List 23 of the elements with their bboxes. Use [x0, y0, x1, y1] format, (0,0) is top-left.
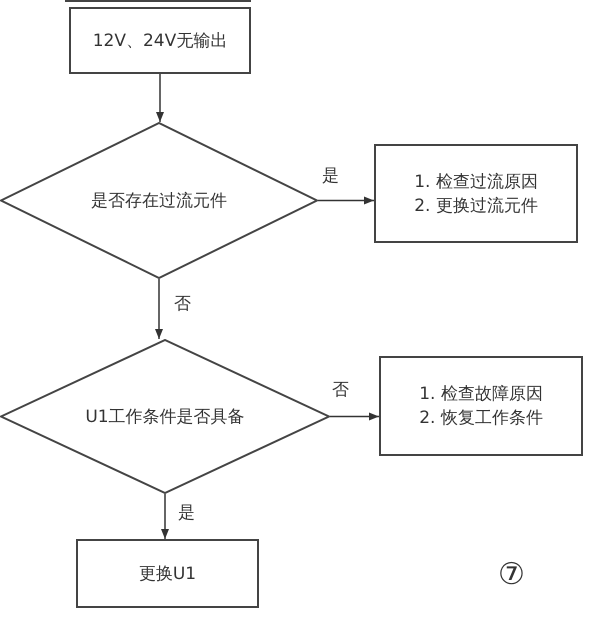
process-box [374, 144, 578, 243]
step-text: 更换U1 [138, 562, 196, 586]
process-box [69, 7, 251, 74]
process-box [76, 539, 259, 608]
step-text: 2. 恢复工作条件 [419, 407, 543, 430]
arrow [155, 279, 163, 339]
edge-label: 是 [320, 166, 341, 186]
step-text: 1. 检查故障原因 [419, 383, 543, 406]
decision-diamond [0, 122, 318, 279]
decision-diamond [0, 339, 330, 494]
edge-label: 否 [172, 294, 193, 314]
step-text: 12V、24V无输出 [92, 30, 228, 52]
edge-label: 是 [176, 503, 197, 523]
arrow [330, 412, 379, 420]
step-text: 1. 检查过流原因 [414, 170, 538, 194]
step-text: U1工作条件是否具备 [85, 406, 245, 428]
arrow [156, 74, 164, 122]
arrow [318, 196, 374, 204]
arrow [161, 494, 169, 539]
edge-label: 否 [330, 380, 351, 400]
step-text: 2. 更换过流元件 [414, 194, 538, 218]
process-box [379, 356, 583, 456]
step-text: 是否存在过流元件 [91, 190, 227, 212]
